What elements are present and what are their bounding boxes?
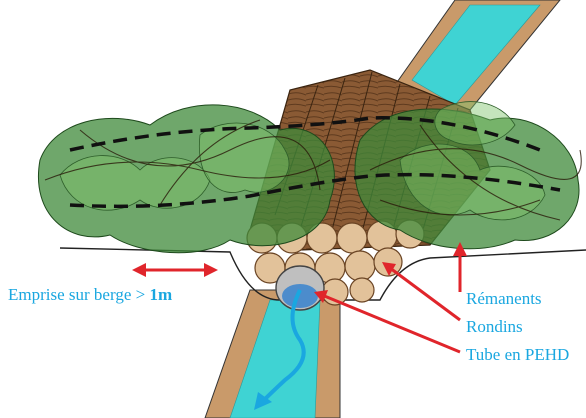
rondins-label: Rondins xyxy=(466,318,523,335)
rondins-arrow xyxy=(390,268,460,320)
emprise-value: 1m xyxy=(149,285,172,304)
tube-label: Tube en PEHD xyxy=(466,346,569,363)
emprise-label: Emprise sur berge > 1m xyxy=(8,286,172,303)
remanents-label: Rémanents xyxy=(466,290,542,307)
emprise-text: Emprise sur berge xyxy=(8,285,131,304)
emprise-gt: > xyxy=(136,285,146,304)
